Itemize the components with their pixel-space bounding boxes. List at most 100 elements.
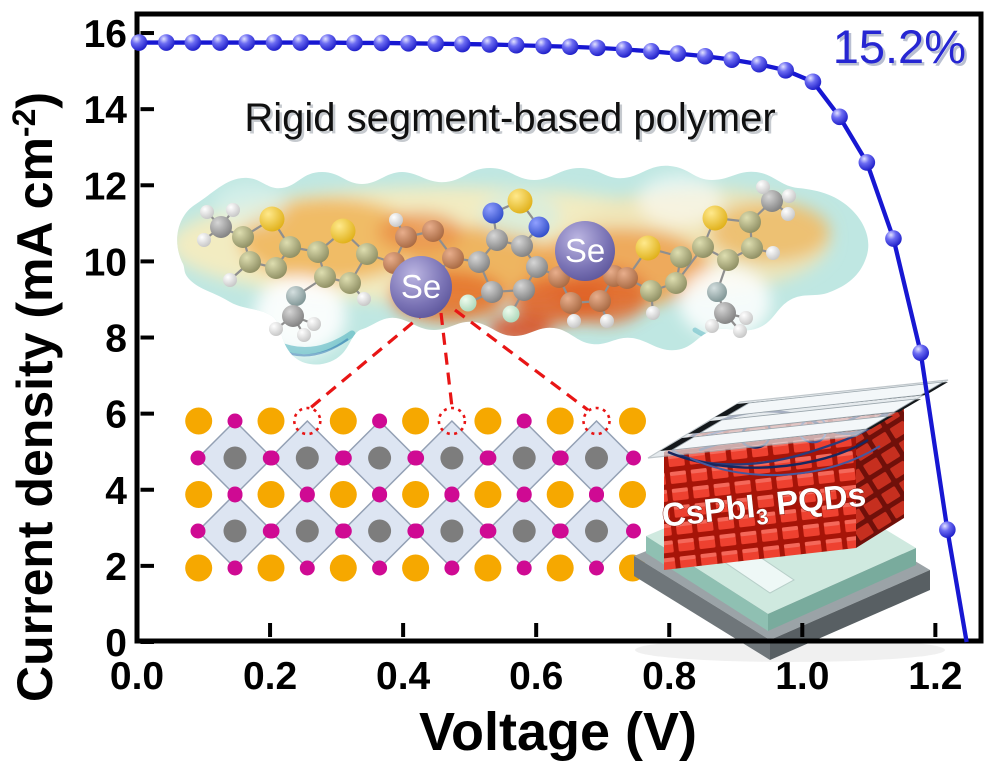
pb-atom	[440, 446, 464, 470]
cs-atom	[329, 407, 357, 435]
iodine-atom	[372, 560, 388, 576]
data-point-marker	[481, 36, 498, 53]
sulfur-atom	[635, 235, 661, 261]
carbon-atom	[560, 292, 582, 314]
se-vacancy-dashed-line	[307, 308, 430, 411]
data-point-marker	[750, 55, 768, 73]
data-point-marker	[346, 34, 363, 52]
device-schematic-inset: CsPbI3 PQDs	[634, 379, 949, 662]
pb-atom	[512, 446, 536, 470]
carbon-atom	[422, 220, 444, 242]
nitrogen-atom	[528, 216, 550, 238]
sulfur-atom	[507, 188, 533, 214]
cs-atom	[185, 554, 213, 582]
cs-atom	[546, 554, 574, 582]
carbon-atom	[307, 241, 329, 263]
pb-atom	[295, 519, 319, 543]
sulfur-atom	[259, 206, 285, 232]
data-point-marker	[400, 35, 417, 52]
iodine-atom	[516, 486, 532, 502]
data-point-marker	[319, 34, 337, 51]
carbon-atom	[717, 249, 739, 271]
carbon-atom	[265, 257, 287, 279]
iodine-atom	[227, 486, 243, 502]
hydrogen-atom	[781, 207, 795, 221]
iodine-atom	[407, 450, 423, 466]
data-point-marker	[696, 47, 714, 65]
cs-atom	[474, 407, 502, 435]
x-tick-label: 1.2	[908, 655, 962, 698]
data-point-marker	[373, 34, 391, 52]
iodine-atom	[227, 413, 243, 429]
top-plate	[647, 379, 949, 477]
carbon-atom	[210, 216, 232, 238]
carbon-atom	[714, 302, 736, 324]
hydrogen-atom	[705, 319, 719, 333]
x-tick-label: 0.8	[642, 655, 696, 698]
carbon-atom	[692, 236, 714, 258]
iodine-atom	[335, 523, 351, 539]
pb-atom	[295, 446, 319, 470]
y-tick-label: 6	[105, 394, 127, 437]
pb-atom	[585, 446, 608, 470]
molecule-esp-inset	[177, 165, 869, 365]
pb-atom	[223, 446, 247, 470]
data-point-marker	[642, 43, 660, 60]
hydrogen-atom	[357, 292, 371, 306]
polymer-label: Rigid segment-based polymer	[244, 96, 775, 140]
cs-atom	[257, 481, 285, 508]
carbon-atom	[356, 243, 378, 265]
iodine-vacancy-circle	[437, 406, 467, 436]
carbon-atom	[665, 272, 687, 294]
hydrogen-atom	[269, 322, 283, 336]
se-label-2: Se	[565, 232, 605, 269]
iodine-atom	[372, 413, 388, 429]
hydrogen-atom	[200, 205, 214, 219]
cs-atom	[546, 407, 574, 435]
data-point-marker	[184, 34, 202, 51]
carbon-atom	[279, 236, 301, 258]
sulfur-atom	[702, 205, 728, 231]
x-tick-label: 0.4	[376, 655, 431, 698]
y-tick-label: 16	[84, 13, 127, 56]
iodine-atom	[299, 560, 315, 576]
iodine-atom	[262, 450, 278, 466]
data-point-marker	[535, 37, 552, 55]
carbon-atom	[282, 305, 304, 327]
hydrogen-atom	[197, 233, 211, 247]
y-tick-label: 4	[105, 470, 127, 513]
top-electrode-bars	[660, 381, 948, 451]
x-tick-label: 0.2	[243, 655, 297, 698]
data-point-marker	[507, 36, 525, 54]
data-point-marker	[561, 38, 579, 56]
carbon-atom	[670, 246, 692, 268]
hydrogen-atom	[223, 273, 237, 287]
se-vacancy-dashed-line	[454, 308, 589, 412]
x-tick-label: 0.0	[110, 655, 164, 698]
data-point-marker	[669, 45, 687, 62]
pb-atom	[585, 519, 608, 543]
y-tick-label: 14	[84, 89, 128, 132]
iodine-atom	[335, 450, 351, 466]
iodine-atom	[372, 486, 388, 502]
efficiency-label: 15.2%	[833, 20, 966, 73]
polymer-label-shadow: Rigid segment-based polymer	[247, 99, 778, 143]
hydrogen-atom	[567, 314, 581, 328]
hydrogen-atom	[766, 246, 780, 260]
carbon-atom	[739, 211, 761, 233]
data-point-marker	[777, 62, 794, 79]
iodine-vacancy-circle	[582, 406, 611, 436]
data-point-marker	[211, 34, 229, 51]
se-atom-2	[555, 221, 615, 281]
carbon-atom	[481, 281, 503, 303]
cs-atom	[257, 407, 285, 435]
fluorine-atom	[459, 294, 477, 312]
pb-atom	[368, 446, 392, 470]
iodine-atom	[227, 560, 243, 576]
cs-atom	[329, 481, 357, 508]
cs-atom	[619, 407, 646, 435]
iodine-atom	[299, 486, 315, 502]
iodine-atom	[444, 560, 460, 576]
